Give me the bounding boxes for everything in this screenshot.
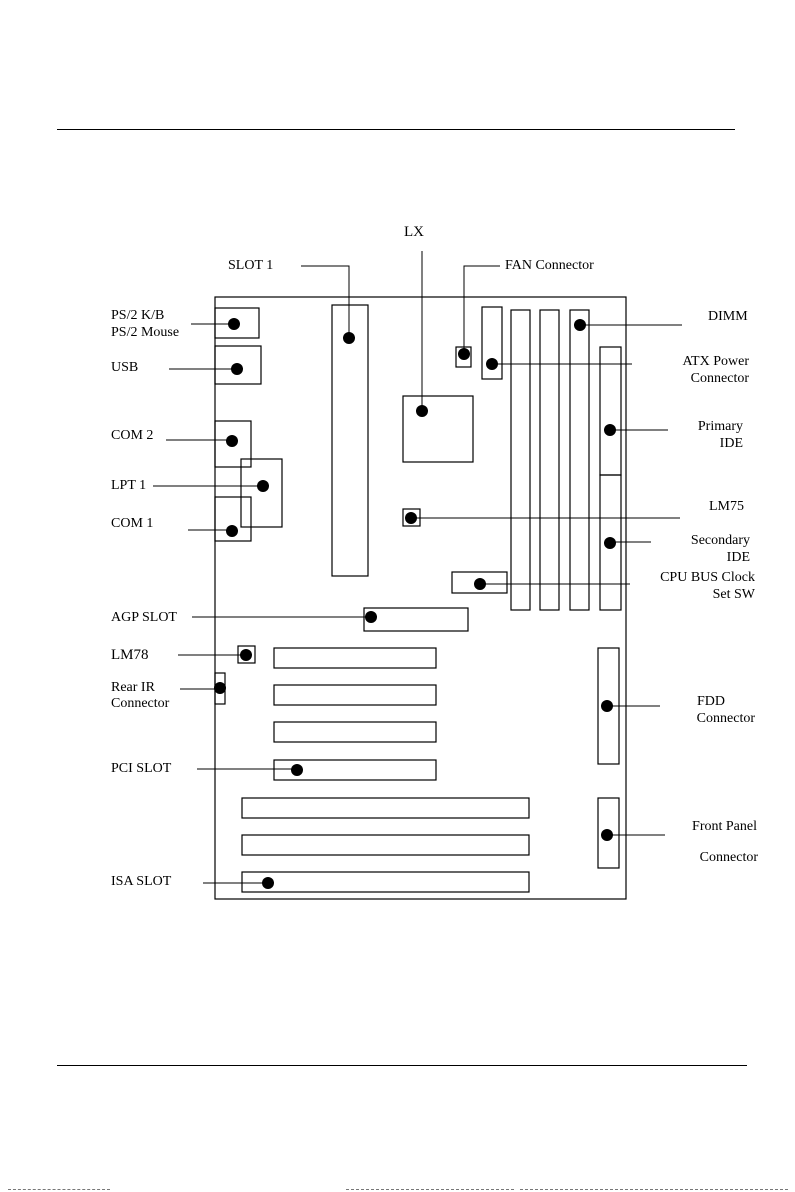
label-isa-slot: ISA SLOT (111, 874, 171, 890)
dot-fdd (601, 700, 613, 712)
dot-lm78 (240, 649, 252, 661)
label-secondary: Secondary (691, 533, 750, 549)
dot-secondary-ide (604, 537, 616, 549)
label-com2: COM 2 (111, 428, 153, 444)
dot-slot1 (343, 332, 355, 344)
bottom-dash-mid (346, 1189, 514, 1190)
dot-fan (458, 348, 470, 360)
primary-ide-connector (600, 347, 621, 475)
isa-slot-3 (242, 872, 529, 892)
bottom-dash-left (8, 1189, 110, 1190)
label-cpu-bus-set-sw: Set SW (713, 587, 755, 603)
label-com1: COM 1 (111, 516, 153, 532)
dot-ps2 (228, 318, 240, 330)
label-rear-ir: Rear IR (111, 680, 155, 696)
bottom-dash-right (520, 1189, 788, 1190)
label-lpt1: LPT 1 (111, 478, 146, 494)
label-fdd: FDD (697, 694, 725, 710)
label-primary-ide: IDE (720, 436, 743, 452)
pci-slot-3 (274, 722, 436, 742)
dot-agp (365, 611, 377, 623)
label-lm75: LM75 (709, 499, 744, 515)
label-slot1: SLOT 1 (228, 258, 273, 274)
dot-front-panel (601, 829, 613, 841)
label-secondary-ide: IDE (727, 550, 750, 566)
dot-rear-ir (214, 682, 226, 694)
label-front-panel: Front Panel (692, 819, 757, 835)
dot-primary-ide (604, 424, 616, 436)
label-lm78: LM78 (111, 647, 149, 663)
label-primary: Primary (698, 419, 743, 435)
dot-lx (416, 405, 428, 417)
label-usb: USB (111, 360, 138, 376)
dot-com2 (226, 435, 238, 447)
dot-cpu-bus (474, 578, 486, 590)
dot-dimm (574, 319, 586, 331)
label-atx-power-connector: Connector (691, 371, 749, 387)
label-rear-ir-connector: Connector (111, 696, 169, 712)
label-ps2-mouse: PS/2 Mouse (111, 325, 179, 341)
label-dimm: DIMM (708, 309, 748, 325)
dimm-slot-1 (511, 310, 530, 610)
dot-com1 (226, 525, 238, 537)
leader-slot1 (301, 266, 349, 337)
label-front-panel-connector: Connector (700, 850, 758, 866)
slot1-connector (332, 305, 368, 576)
board-outline (215, 297, 626, 899)
lpt1-port (241, 459, 282, 527)
dimm-slot-2 (540, 310, 559, 610)
isa-slot-1 (242, 798, 529, 818)
lx-chipset (403, 396, 473, 462)
agp-slot (364, 608, 468, 631)
pci-slot-1 (274, 648, 436, 668)
dot-pci (291, 764, 303, 776)
label-ps2-kb: PS/2 K/B (111, 308, 164, 324)
label-atx-power: ATX Power (683, 354, 750, 370)
dot-lpt1 (257, 480, 269, 492)
label-fdd-connector: Connector (697, 711, 755, 727)
dot-atx (486, 358, 498, 370)
label-agp-slot: AGP SLOT (111, 610, 177, 626)
label-cpu-bus-clock: CPU BUS Clock (660, 570, 755, 586)
label-pci-slot: PCI SLOT (111, 761, 171, 777)
dimm-slot-3 (570, 310, 589, 610)
dot-lm75 (405, 512, 417, 524)
label-fan-connector: FAN Connector (505, 258, 594, 274)
dot-usb (231, 363, 243, 375)
pci-slot-2 (274, 685, 436, 705)
isa-slot-2 (242, 835, 529, 855)
dot-isa (262, 877, 274, 889)
label-lx: LX (404, 224, 424, 240)
